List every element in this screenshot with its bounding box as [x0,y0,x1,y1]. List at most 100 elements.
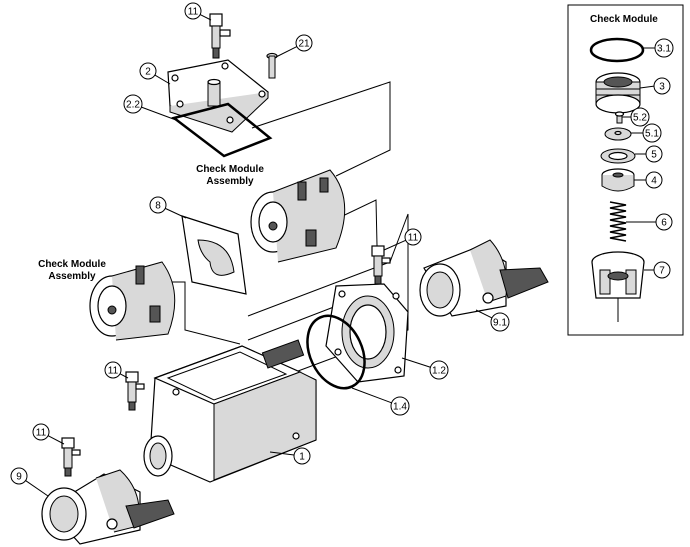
spring-6 [609,201,655,242]
callout-label: 21 [298,39,310,50]
callout-label: 3.1 [657,44,671,55]
assembly-left-label-1: Check Module [38,259,106,270]
callout-c11d: 11 [32,423,65,445]
callout-label: 11 [36,428,47,439]
test-cock-11-middle [125,371,145,411]
assembly-left-label-2: Assembly [48,271,96,282]
callout-c9: 9 [10,467,49,497]
callout-c12: 1.2 [401,357,449,380]
seal-ring-5 [600,148,646,164]
callout-leader-line [383,239,406,251]
callout-label: 7 [659,266,665,277]
check-module-inset: Check Module [567,4,684,336]
callout-circle [490,312,510,332]
callout-c11b: 11 [383,228,422,251]
callout-circle [653,77,671,95]
callout-c11c: 11 [104,361,129,379]
gasket-8 [181,215,247,295]
callout-c2: 2 [139,62,171,85]
callout-c5: 5 [645,145,663,163]
callout-label: 3 [659,82,665,93]
o-ring-1-4 [306,314,366,390]
callout-c6: 6 [655,213,673,231]
callout-leader-line [351,387,392,404]
callout-circle [645,145,663,163]
callout-circle [654,38,674,58]
inset-title: Check Module [590,14,658,25]
callout-circle [404,228,422,246]
callout-leader-line [119,373,129,379]
check-module-assembly-left [89,261,176,341]
callout-leader-line [275,46,298,58]
washer-5-1 [604,127,642,141]
callout-circle [645,171,663,189]
callout-label: 11 [108,366,119,377]
valve-body-1 [143,339,317,483]
screw-5-2 [614,111,630,124]
callout-c51: 5.1 [642,123,662,143]
callout-label: 11 [188,7,199,18]
bolt-21 [266,52,278,79]
callout-circle [10,467,28,485]
callout-c14: 1.4 [351,387,410,416]
ball-valve-9-1 [419,239,549,317]
callout-label: 4 [651,176,657,187]
callout-circle [293,447,311,465]
callout-circle [295,34,313,52]
callout-circle [139,62,157,80]
callout-circle [184,2,202,20]
callout-c91: 9.1 [475,309,510,332]
callout-label: 11 [408,233,419,244]
callout-leader-line [25,480,49,497]
callout-label: 1.2 [432,366,446,377]
callout-circle [653,261,671,279]
callout-label: 5.1 [645,129,659,140]
callout-c1: 1 [269,447,311,465]
callout-label: 9 [16,472,22,483]
callout-circle [104,361,122,379]
poppet-4 [601,168,646,192]
callout-c31: 3.1 [654,38,674,58]
callout-label: 1 [299,452,305,463]
callout-label: 2.2 [126,100,140,111]
callout-circle [123,94,143,114]
callout-leader-line [475,309,493,319]
cover-2 [167,59,269,133]
assembly-upper-label-1: Check Module [196,164,264,175]
callout-leader-line [154,74,171,85]
test-cock-11-right [371,245,391,285]
callout-leader-line [199,14,212,21]
callout-label: 2 [145,67,151,78]
callout-label: 5 [651,150,657,161]
callout-label: 8 [155,201,161,212]
callout-c52: 5.2 [630,107,650,127]
callout-c7: 7 [653,261,671,279]
callout-label: 5.2 [633,113,647,124]
test-cock-11-top [209,13,231,59]
callout-leader-line [141,106,177,121]
test-cock-11-left [61,437,81,477]
callout-label: 6 [661,218,667,229]
callout-leader-line [165,207,187,219]
callout-circle [32,423,50,441]
o-ring-3-1 [589,37,655,63]
assembly-upper-label-2: Assembly [206,176,254,187]
callout-c8: 8 [149,196,187,219]
ball-valve-9 [41,469,175,545]
callout-c21: 21 [275,34,313,58]
callout-leader-line [47,435,65,445]
callout-circle [429,360,449,380]
callout-circle [642,123,662,143]
callout-circle [655,213,673,231]
check-module-assembly-upper [250,169,346,263]
callout-c11a: 11 [184,2,212,21]
gasket-2-2 [171,102,273,158]
callout-circle [149,196,167,214]
callout-circle [630,107,650,127]
flange-adapter-1-2 [325,283,409,383]
callout-leader-line [401,357,431,368]
cage-7 [591,251,655,322]
callout-label: 1.4 [393,402,407,413]
